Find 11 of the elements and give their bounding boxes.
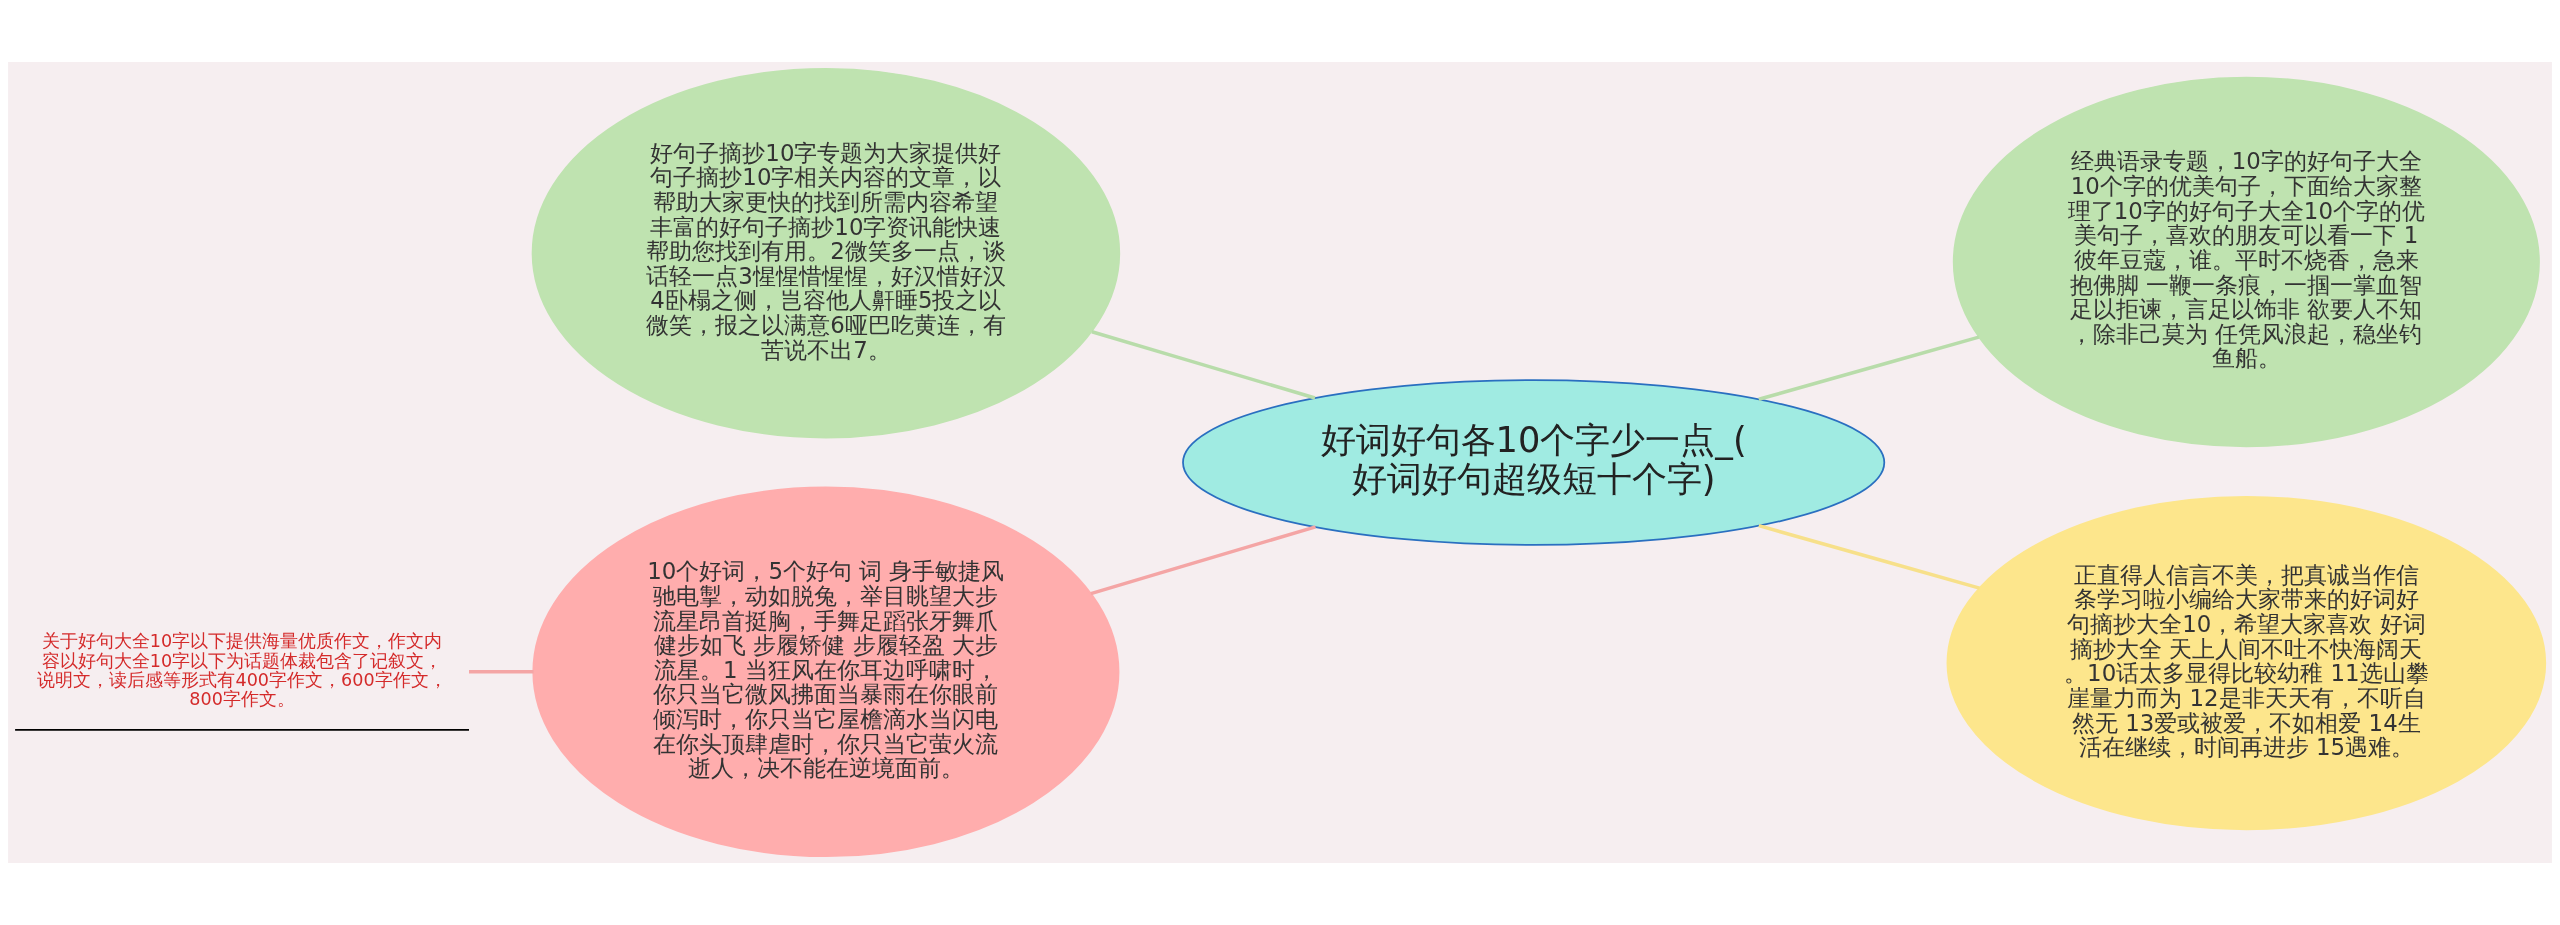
node-text: 关于好句大全10字以下提供海量优质作文，作文内容以好句大全10字以下为话题体裁包含了记叙文，说明文，读后感等形式有400字作文，600字作文，800字作文。 xyxy=(37,631,447,710)
connector xyxy=(469,670,534,674)
connector xyxy=(1090,525,1317,596)
connector xyxy=(1758,335,1980,401)
node-ellipse: 10个好词，5个好句 词 身手敏捷风驰电掣，动如脱兔，举目眺望大步流星昂首挺胸，手舞足蹈张牙舞爪健步如飞 步履矫健 步履轻盈 大步流星。1 当狂风在你耳边呼啸时，你只当它微风拂面当暴雨在你眼前倾泻时，你只当它屋檐滴水当闪电在你头顶肆虐时，你只当它萤火流逝人，决不能在逆境面前。 xyxy=(532,486,1120,858)
connector xyxy=(1758,524,1980,590)
node-ellipse: 正直得人信言不美，把真诚当作信条学习啦小编给大家带来的好词好句摘抄大全10，希望大家喜欢 好词摘抄大全 天上人间不吐不快海阔天。10话太多显得比较幼稚 11选山攀崖量力而为 12是非天天有，不听自然无 13爱或被爱，不如相爱 14生活在继续，时间再进步 15遇难。 xyxy=(1946,495,2547,831)
node-ellipse: 好句子摘抄10字专题为大家提供好句子摘抄10字相关内容的文章，以帮助大家更快的找到所需内容希望丰富的好句子摘抄10字资讯能快速帮助您找到有用。2微笑多一点，谈话轻一点3惺惺惜惺惺，好汉惜好汉4卧榻之侧，岂容他人鼾睡5投之以微笑，报之以满意6哑巴吃黄连，有苦说不出7。 xyxy=(531,67,1121,439)
node-ellipse: 经典语录专题，10字的好句子大全10个字的优美句子，下面给大家整理了10字的好句子大全10个字的优美句子，喜欢的朋友可以看一下 1彼年豆蔻，谁。平时不烧香，急来抱佛脚 一鞭一条痕，一掴一掌血智足以拒谏，言足以饰非 欲要人不知，除非己莫为 任凭风浪起，稳坐钓鱼船。 xyxy=(1952,76,2540,448)
node-ellipse: 好词好句各10个字少一点_(好词好句超级短十个字) xyxy=(1182,379,1886,546)
connector xyxy=(1091,330,1316,400)
